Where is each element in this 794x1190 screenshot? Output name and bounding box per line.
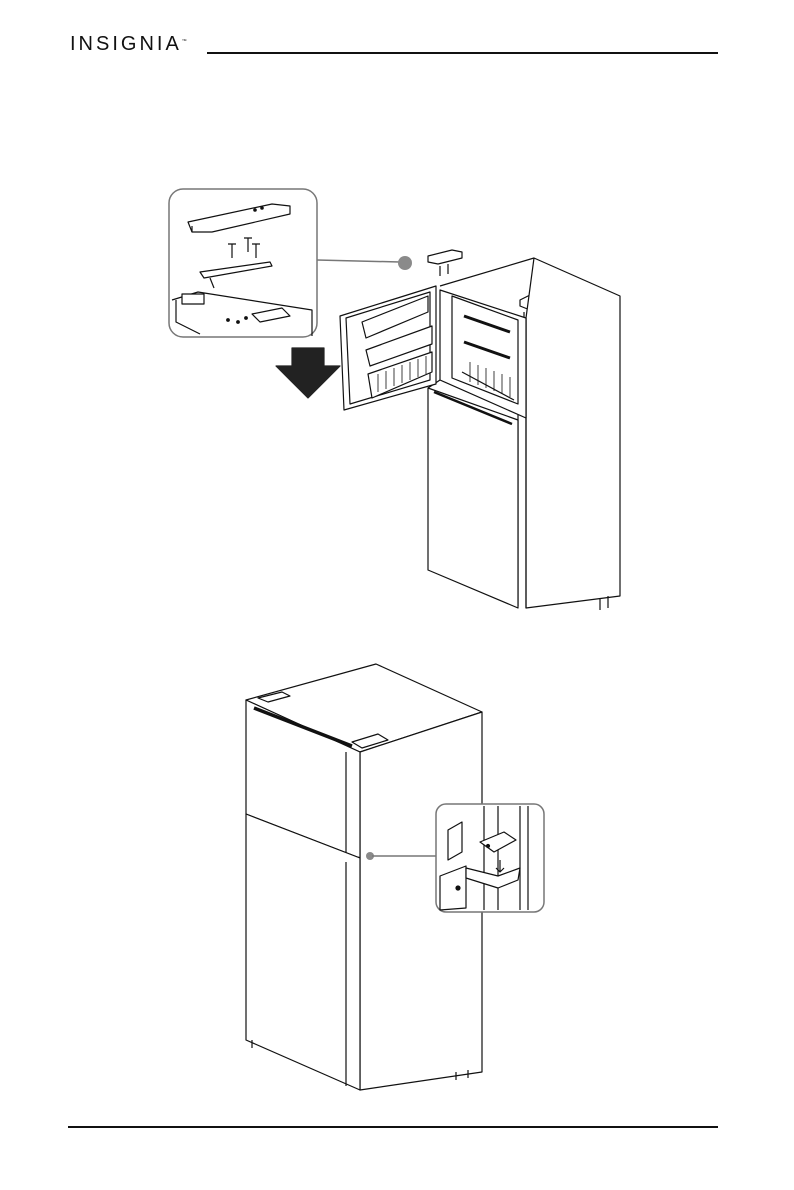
hinge-detail-inset [169, 189, 317, 337]
footer-rule [68, 1126, 718, 1128]
refrigerator-assembled-illustration [246, 664, 544, 1090]
middle-hinge-inset [436, 804, 544, 912]
